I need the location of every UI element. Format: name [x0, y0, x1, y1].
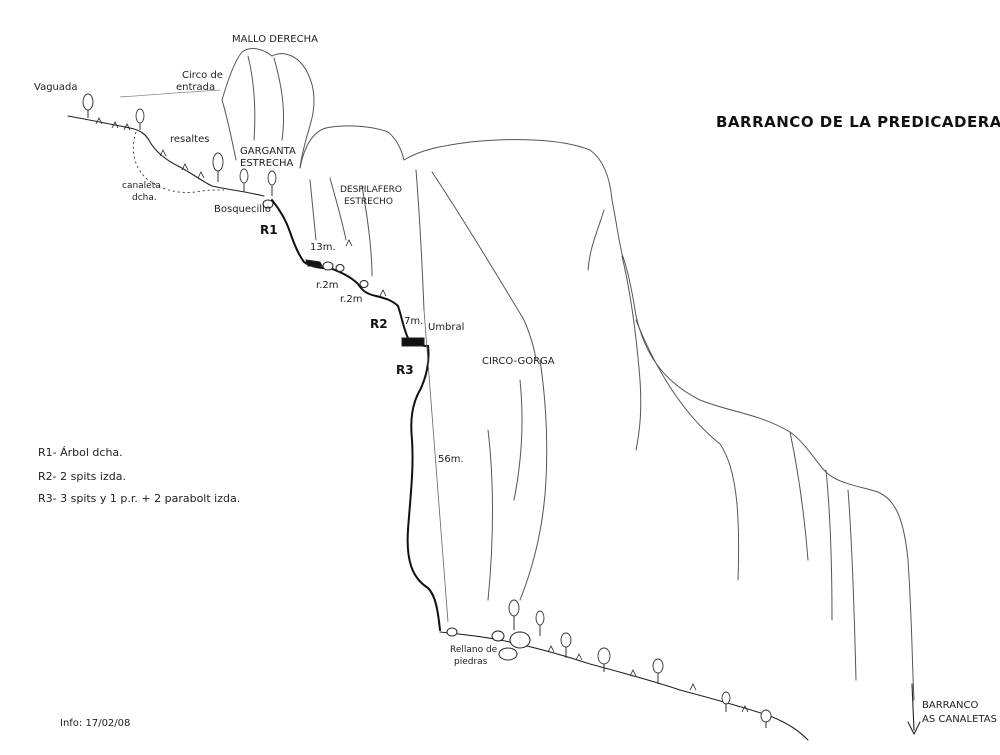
label-mallo-derecha: MALLO DERECHA — [232, 34, 318, 45]
grass-marks — [95, 117, 749, 713]
rappel-7m-label: 7m. — [404, 316, 423, 327]
route-r3-descent — [406, 345, 441, 631]
rappel-2m-label-a: r.2m — [316, 280, 338, 291]
tree-icon — [535, 610, 545, 636]
label-rellano-1: Rellano de — [450, 645, 498, 655]
mallo-inner-ridge — [247, 55, 256, 141]
label-rellano-2: piedras — [454, 657, 488, 667]
label-resaltes: resaltes — [170, 134, 209, 145]
massif-ridge-6 — [635, 319, 740, 581]
tree-icon — [212, 152, 224, 182]
tree-icon — [652, 658, 664, 684]
rappel-line-56m — [423, 309, 449, 623]
despilfarro-wall-right — [329, 177, 347, 241]
legend-r3: R3- 3 spits y 1 p.r. + 2 parabolt izda. — [38, 492, 240, 505]
tree-icon — [560, 632, 572, 658]
rappel-r3-label: R3 — [396, 363, 414, 377]
massif-ridge-4 — [587, 209, 605, 271]
boulders — [262, 199, 531, 661]
circo-entrada-dash — [119, 89, 221, 98]
label-despilfarro-2: ESTRECHO — [344, 197, 393, 207]
tree-icon — [82, 93, 94, 118]
label-barranco-1: BARRANCO — [922, 700, 978, 711]
legend-r1: R1- Árbol dcha. — [38, 446, 123, 459]
boulder — [262, 199, 274, 209]
boulder — [359, 280, 369, 288]
right-massif-outline — [403, 139, 915, 701]
canaleta-dcha-path — [132, 131, 225, 193]
rappel-labels: R1 R2 R3 13m. r.2m r.2m 7m. 56m. — [260, 223, 464, 465]
label-canaleta-2: dcha. — [132, 193, 157, 203]
massif-ridge-8 — [825, 469, 833, 621]
label-info-date: Info: 17/02/08 — [60, 718, 130, 729]
trees — [82, 93, 772, 728]
label-circo-gorga: CIRCO-GORGA — [482, 356, 555, 367]
massif-ridge-3 — [519, 359, 548, 601]
canaletas-exit — [911, 683, 915, 731]
rappel-56m-label: 56m. — [438, 454, 464, 465]
massif-ridge-9 — [847, 489, 857, 681]
boulder — [322, 261, 334, 271]
circo-gorga-wall — [487, 429, 493, 601]
despilfarro-wall-left — [309, 179, 317, 241]
boulder — [509, 631, 531, 649]
canaletas-arrow — [907, 721, 921, 735]
mallo-derecha-outline — [221, 48, 315, 169]
route-r1-descent — [271, 199, 327, 269]
label-garganta-2: ESTRECHA — [240, 158, 294, 169]
despilfarro-tower-outline — [299, 125, 405, 169]
tree-icon — [760, 709, 772, 728]
mallo-base-ridge — [221, 99, 237, 161]
massif-ridge-5 — [621, 255, 642, 451]
label-vaguada: Vaguada — [34, 82, 77, 93]
rappel-2m-label-b: r.2m — [340, 294, 362, 305]
rappel-13m-label: 13m. — [310, 242, 336, 253]
diagram-title: BARRANCO DE LA PREDICADERA — [716, 113, 1000, 131]
circo-gorga-wall-2 — [513, 379, 523, 501]
boulder — [491, 630, 505, 642]
tree-icon — [597, 647, 611, 672]
label-despilfarro-1: DESPILAFERO — [340, 185, 402, 195]
label-umbral: Umbral — [428, 322, 464, 333]
place-labels: MALLO DERECHA Circo de entrada Vaguada r… — [34, 34, 997, 729]
tree-icon — [721, 691, 731, 712]
rock-outlines — [119, 48, 915, 701]
massif-ridge-1 — [415, 169, 425, 311]
rappel-r1-label: R1 — [260, 223, 278, 237]
tree-icon — [135, 108, 145, 130]
mallo-inner-ridge-2 — [273, 57, 285, 141]
label-canaleta-1: canaleta — [122, 181, 161, 191]
pool-block — [305, 259, 323, 267]
label-circo-entrada-1: Circo de — [182, 70, 223, 81]
tree-icon — [508, 599, 520, 630]
grass-tufts — [95, 117, 749, 713]
route-r1-r2 — [329, 267, 399, 307]
rappel-legend: R1- Árbol dcha. R2- 2 spits izda. R3- 3 … — [38, 446, 240, 505]
massif-ridge-2 — [431, 171, 537, 361]
pool-block — [401, 337, 425, 347]
massif-ridge-7 — [789, 431, 809, 561]
label-bosquecillo: Bosquecillo — [214, 204, 271, 215]
legend-r2: R2- 2 spits izda. — [38, 470, 126, 483]
boulder — [446, 627, 458, 637]
despilfarro-wall-far — [361, 185, 373, 277]
label-circo-entrada-2: entrada — [176, 82, 215, 93]
label-barranco-2: AS CANALETAS — [922, 714, 997, 725]
vaguada-ground — [67, 115, 265, 197]
boulder — [335, 264, 345, 272]
label-garganta-1: GARGANTA — [240, 146, 296, 157]
boulder — [498, 647, 518, 661]
tree-icon — [267, 170, 277, 196]
tree-icon — [239, 168, 249, 192]
rappel-r2-label: R2 — [370, 317, 388, 331]
